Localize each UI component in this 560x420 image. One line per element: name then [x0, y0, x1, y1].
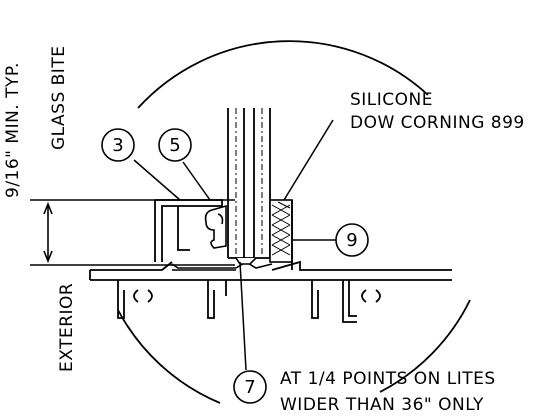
- callout-7-number: 7: [244, 377, 255, 398]
- detail-circle-lower-right: [379, 299, 471, 393]
- interior-silicone-seal: [269, 199, 293, 270]
- leader-lines: [133, 119, 336, 371]
- detail-circle-lower-left: [117, 309, 221, 404]
- callout-9: 9: [335, 223, 369, 257]
- exterior-label: EXTERIOR: [57, 283, 77, 372]
- spacing-note-line1: AT 1/4 POINTS ON LITES: [280, 369, 496, 389]
- detail-circle: [137, 40, 429, 109]
- callout-5-number: 5: [169, 135, 180, 156]
- exterior-gasket: [204, 204, 227, 249]
- silicone-note-line2: DOW CORNING 899: [350, 113, 525, 133]
- spacing-note-line2: WIDER THAN 36" ONLY: [280, 395, 484, 415]
- sill-frame: [89, 260, 452, 323]
- dimension-value-label: 9/16" MIN. TYP.: [3, 62, 23, 198]
- silicone-note-line1: SILICONE: [350, 90, 433, 110]
- callout-3-number: 3: [112, 135, 123, 156]
- glass-bite-label: GLASS BITE: [49, 46, 69, 150]
- callout-7: 7: [233, 370, 267, 404]
- callout-9-number: 9: [346, 230, 357, 251]
- setting-block: [171, 257, 273, 271]
- callout-3: 3: [101, 128, 135, 162]
- glazing-stop: [154, 199, 223, 262]
- glass-bite-dimension-line: [30, 199, 235, 266]
- callout-5: 5: [158, 128, 192, 162]
- glass-unit: [227, 108, 271, 259]
